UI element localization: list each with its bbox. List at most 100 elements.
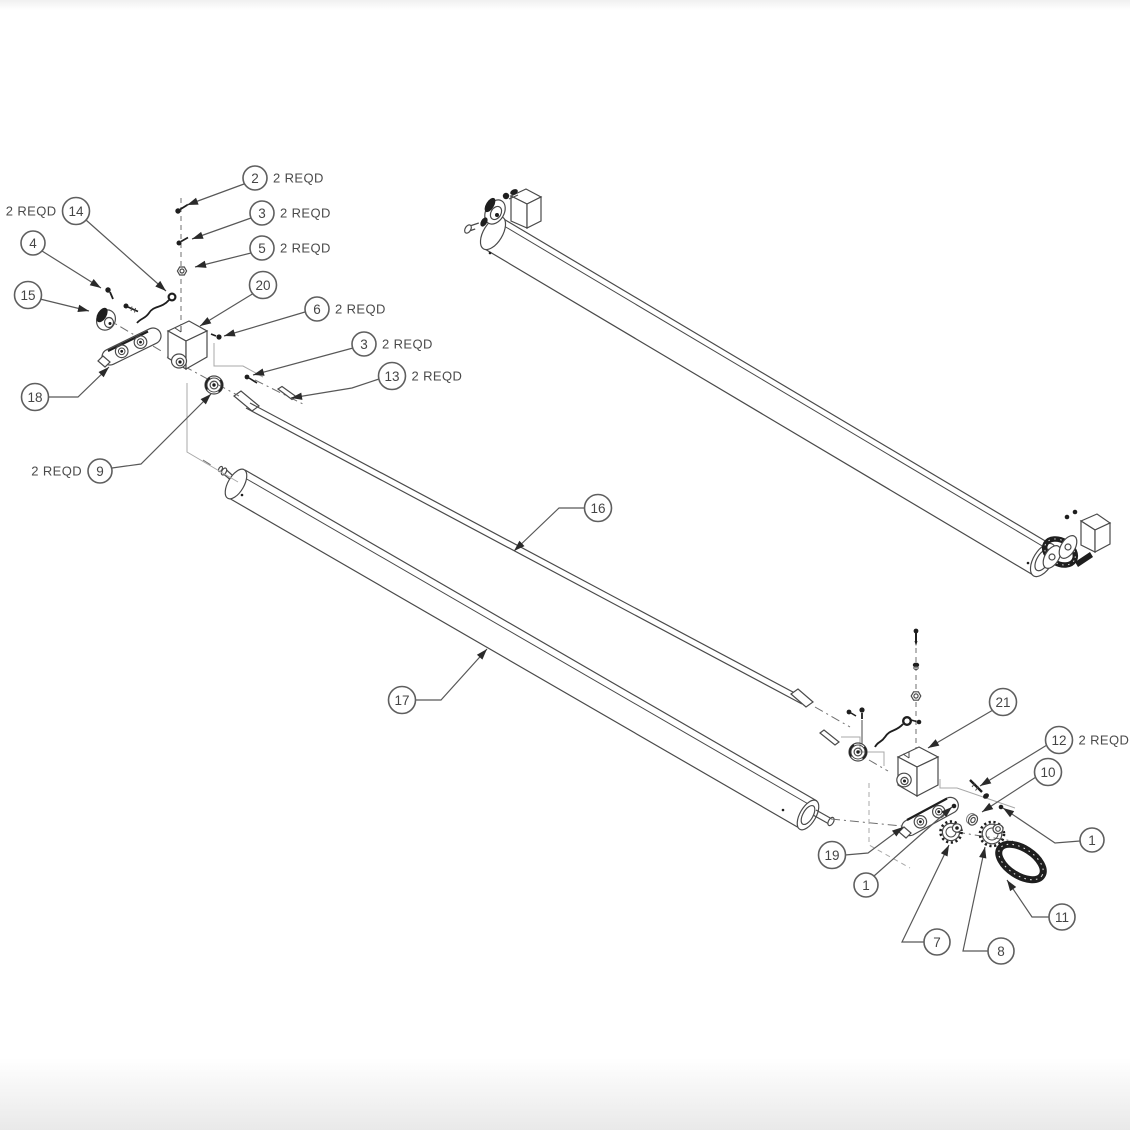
screw-4 [105, 287, 114, 300]
balloon-circle [583, 493, 613, 523]
leader-arrowhead [224, 329, 236, 337]
balloon-circle [304, 296, 330, 322]
chain-11 [995, 840, 1047, 884]
hardware-stack-21 [910, 628, 922, 701]
balloon-circle [1079, 827, 1105, 853]
qty-note: 2 REQD [280, 241, 331, 256]
callout-3-1: 3 2 REQD [191, 200, 331, 240]
qty-note: 2 REQD [1079, 733, 1130, 748]
callout-7-20: 7 [901, 844, 951, 956]
balloon-number: 17 [394, 693, 409, 708]
balloon-circle [377, 361, 407, 391]
balloon-circle [249, 200, 275, 226]
callout-11-22: 11 [1006, 879, 1076, 931]
assembled-roller-unit [464, 188, 1112, 578]
leader-arrowhead [89, 279, 101, 288]
balloon-number: 5 [258, 241, 266, 256]
balloon-circle [923, 928, 951, 956]
balloon-number: 3 [360, 337, 368, 352]
balloon-circle [1033, 757, 1063, 787]
leader-arrowhead [940, 845, 949, 857]
qty-note: 2 REQD [382, 337, 433, 352]
qty-note: 2 REQD [412, 369, 463, 384]
bearing-housing-18 [97, 327, 162, 368]
callout-18-8: 18 [20, 366, 110, 412]
leader-arrowhead [891, 827, 903, 837]
leader-arrowhead [1003, 808, 1015, 818]
balloon-number: 19 [824, 848, 839, 863]
balloon-number: 9 [96, 464, 104, 479]
balloon-circle [20, 382, 50, 412]
balloon-number: 3 [258, 206, 266, 221]
leader-arrowhead [200, 317, 212, 326]
qty-note: 2 REQD [31, 464, 82, 479]
roller-tube-17 [217, 465, 835, 831]
leader-arrowhead [200, 394, 211, 405]
callout-21-14: 21 [927, 687, 1018, 749]
qty-note: 2 REQD [6, 204, 57, 219]
callout-9-11: 9 2 REQD [31, 393, 212, 484]
screw-6b [123, 303, 139, 313]
callout-13-10: 13 2 REQD [290, 361, 463, 400]
balloon-number: 8 [997, 944, 1005, 959]
page-top-edge [0, 0, 1130, 10]
balloon-circle [853, 872, 879, 898]
bearing-9 [204, 375, 224, 395]
retaining-clip-14 [136, 292, 177, 324]
callout-6-7: 6 2 REQD [223, 296, 386, 337]
balloon-number: 18 [27, 390, 42, 405]
balloon-number: 21 [995, 695, 1010, 710]
leader-arrowhead [253, 368, 265, 376]
leader-arrowhead [155, 280, 166, 291]
callout-5-2: 5 2 REQD [194, 235, 331, 268]
leader-arrowhead [980, 777, 992, 786]
qty-note: 2 REQD [280, 206, 331, 221]
leader-arrowhead [291, 392, 303, 400]
balloon-number: 11 [1055, 910, 1069, 925]
idler-pulley-15 [95, 307, 117, 331]
sprocket-8 [978, 820, 1006, 848]
nut-5 [176, 266, 188, 276]
leader-arrowhead [928, 739, 940, 748]
screw-6 [210, 333, 222, 340]
callout-1-19: 1 [853, 806, 953, 898]
bearing-9-second [848, 742, 868, 762]
balloon-number: 2 [251, 171, 259, 186]
phantom-lines-left [186, 343, 264, 483]
leader-arrowhead [1007, 880, 1017, 892]
callout-17-13: 17 [387, 648, 488, 715]
callout-14-3: 142 REQD [6, 196, 167, 292]
leader-arrowhead [979, 847, 987, 859]
callout-3-9: 3 2 REQD [252, 331, 433, 376]
balloon-number: 15 [20, 288, 35, 303]
balloon-number: 13 [384, 369, 399, 384]
balloon-number: 6 [313, 302, 321, 317]
screw-3-third [846, 709, 857, 717]
balloon-circle [387, 685, 417, 715]
callout-20-6: 20 [199, 270, 278, 327]
callout-19-18: 19 [817, 826, 904, 870]
balloon-circle [1048, 903, 1076, 931]
callout-1-17: 1 [1002, 807, 1105, 853]
balloon-circle [61, 196, 91, 226]
leader-arrowhead [98, 367, 109, 378]
idler-end-parts [95, 198, 304, 483]
leader-arrowhead [77, 304, 89, 312]
page-bottom-edge [0, 1058, 1130, 1130]
balloon-number: 20 [255, 278, 270, 293]
pin-13-second [819, 729, 840, 746]
callout-15-5: 15 [13, 280, 90, 312]
balloon-circle [351, 331, 377, 357]
set-screw-1b [998, 804, 1004, 810]
balloon-circle [242, 165, 268, 191]
qty-note: 2 REQD [335, 302, 386, 317]
balloon-number: 10 [1040, 765, 1055, 780]
screw-2 [175, 203, 189, 214]
screw-3 [176, 236, 189, 246]
balloon-number: 16 [590, 501, 605, 516]
screw-3-second [244, 374, 258, 384]
